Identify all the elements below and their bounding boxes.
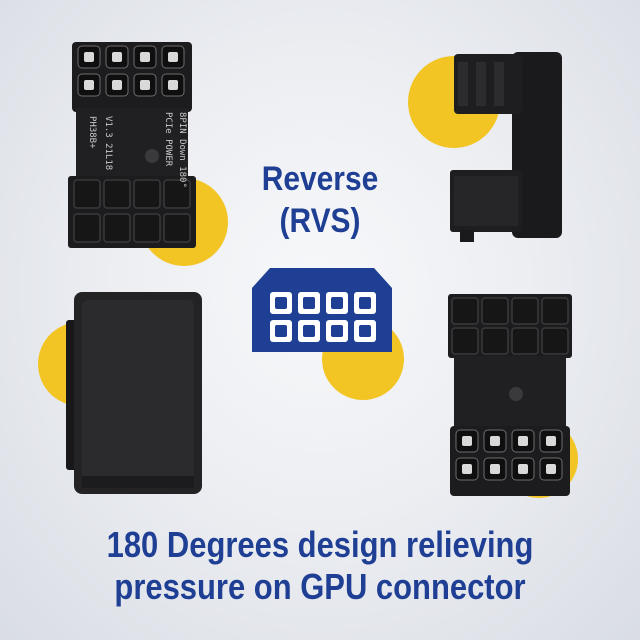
socket-grid-bottom bbox=[73, 179, 191, 243]
pin-grid-top bbox=[77, 45, 185, 97]
pin-grid-bottom bbox=[455, 429, 563, 481]
adapter-top-right-side bbox=[450, 52, 562, 242]
print-model: PH38B+ bbox=[87, 116, 97, 149]
print-line-b: 8PIN Down 180° bbox=[177, 112, 187, 188]
socket-grid-top bbox=[451, 297, 569, 355]
reverse-label: Reverse bbox=[261, 160, 379, 198]
adapter-mid-left-back bbox=[66, 292, 202, 494]
tagline-line-1: 180 Degrees design relieving bbox=[106, 524, 534, 565]
adapter-bottom-right bbox=[448, 294, 572, 496]
adapter-top-left: PH38B+ V1.3 21L18 PCIe POWER 8PIN Down 1… bbox=[68, 42, 196, 248]
tagline-line-2: pressure on GPU connector bbox=[114, 566, 526, 607]
rvs-label: (RVS) bbox=[279, 202, 361, 240]
connector-icon bbox=[252, 268, 392, 352]
print-line-a: PCIe POWER bbox=[163, 112, 173, 167]
print-version: V1.3 21L18 bbox=[103, 116, 113, 170]
